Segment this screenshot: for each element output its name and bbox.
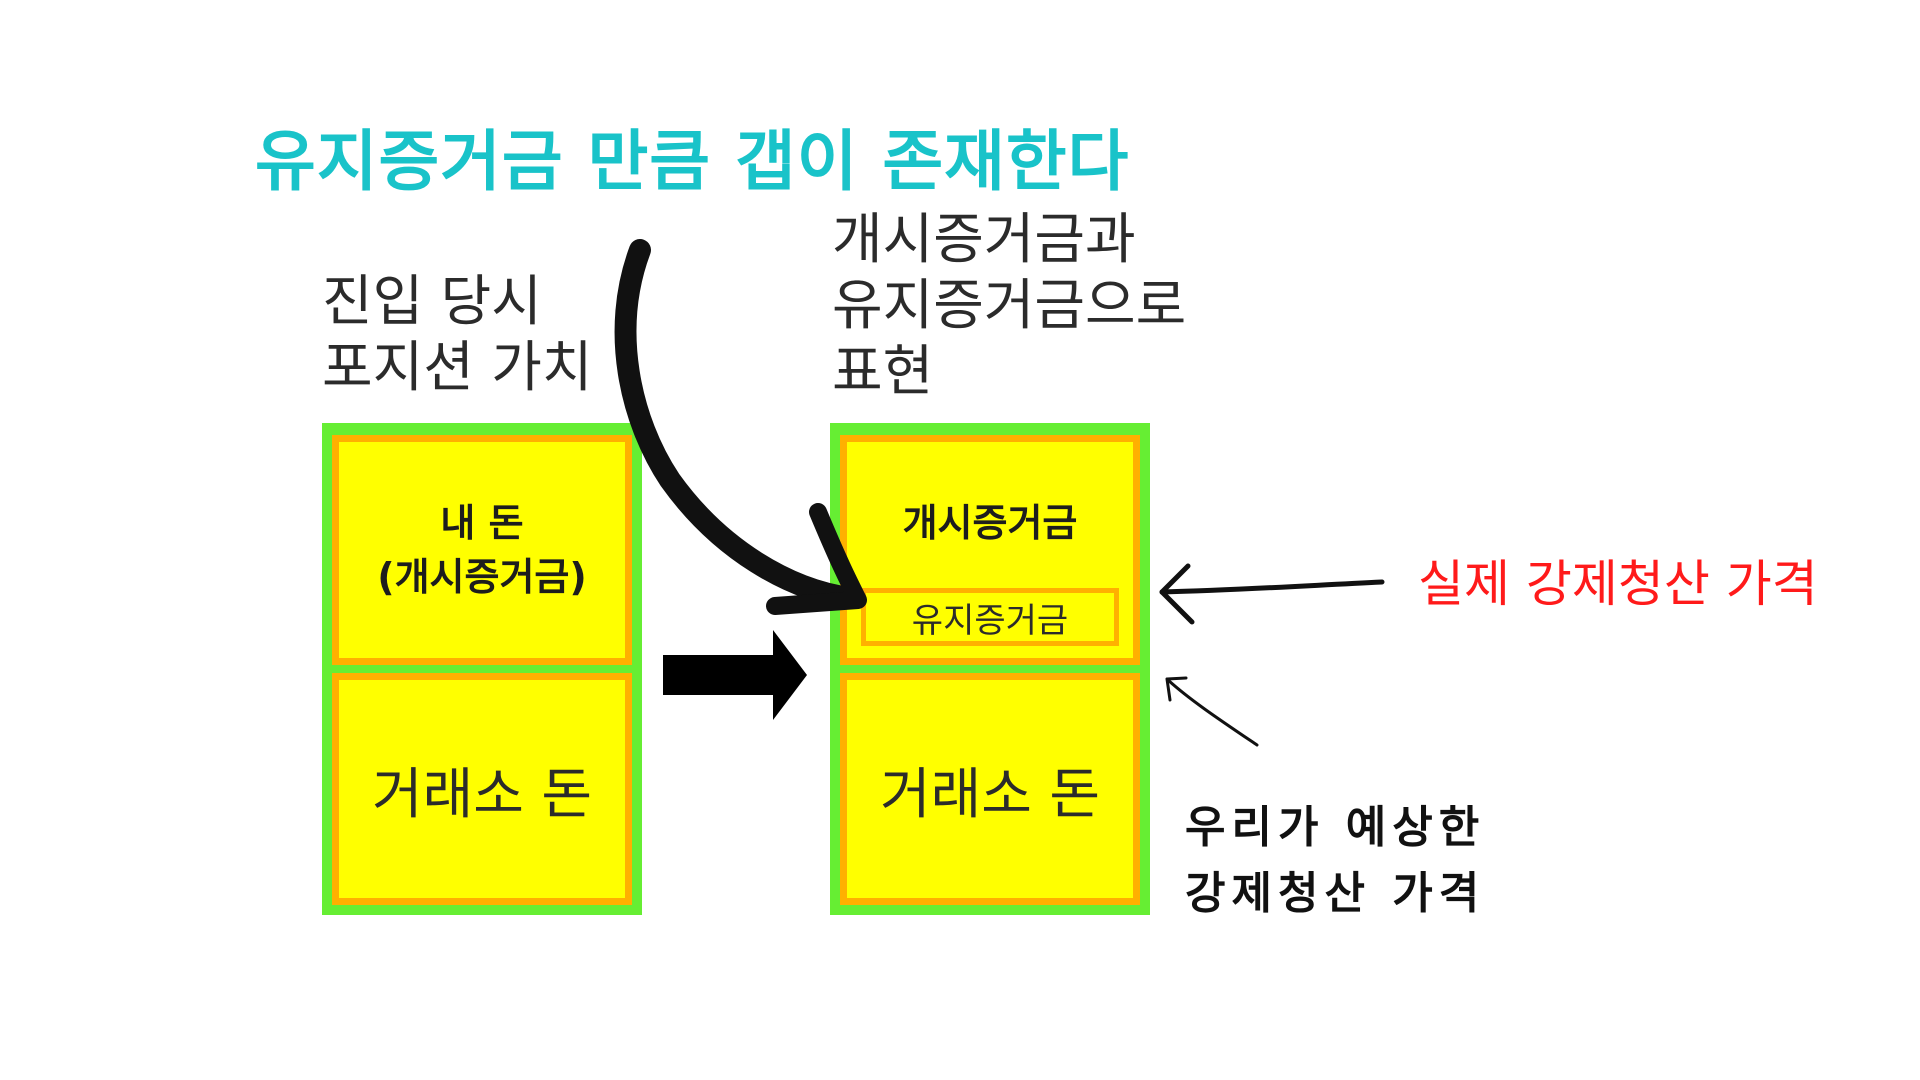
expected-liquidation-line2: 강제청산 가격 — [1185, 868, 1486, 919]
curved-arrow-icon — [614, 239, 861, 609]
right-caption-line2: 유지증거금으로 — [832, 273, 1187, 337]
actual-liquidation-label: 실제 강제청산 가격 — [1418, 555, 1818, 613]
actual-liquidation-arrow-icon — [1159, 579, 1385, 595]
maintenance-margin-text: 유지증거금 — [911, 600, 1069, 641]
expected-liquidation-line1: 우리가 예상한 — [1185, 802, 1486, 853]
right-stack-caption: 개시증거금과 유지증거금으로 표현 — [832, 206, 1186, 404]
expected-liquidation-arrow-icon — [1166, 678, 1259, 747]
maintenance-margin-box: 유지증거금 — [861, 588, 1119, 646]
my-money-box: 내 돈 (개시증거금) — [332, 435, 632, 665]
my-money-line2: (개시증거금) — [377, 555, 587, 599]
left-stack-caption: 진입 당시 포지션 가치 — [322, 268, 592, 400]
headline: 유지증거금 만큼 갭이 존재한다 — [255, 123, 1130, 200]
actual-liquidation-arrowhead-icon — [1159, 563, 1195, 625]
exchange-money-text-left: 거래소 돈 — [372, 762, 592, 826]
exchange-money-box-left: 거래소 돈 — [332, 673, 632, 905]
my-money-text: 내 돈 (개시증거금) — [377, 496, 587, 604]
initial-margin-box: 개시증거금 유지증거금 — [840, 435, 1140, 665]
initial-margin-text: 개시증거금 — [902, 501, 1078, 545]
left-position-stack: 내 돈 (개시증거금) 거래소 돈 — [322, 423, 642, 915]
right-caption-line1: 개시증거금과 — [832, 207, 1136, 271]
exchange-money-text-right: 거래소 돈 — [880, 762, 1100, 826]
left-caption-line2: 포지션 가치 — [322, 335, 593, 399]
my-money-line1: 내 돈 — [440, 501, 524, 545]
left-caption-line1: 진입 당시 — [322, 269, 542, 333]
right-position-stack: 개시증거금 유지증거금 거래소 돈 — [830, 423, 1150, 915]
expected-liquidation-arrowhead-icon — [1165, 676, 1188, 702]
exchange-money-box-right: 거래소 돈 — [840, 673, 1140, 905]
block-right-arrow-icon — [663, 630, 807, 720]
right-caption-line3: 표현 — [832, 339, 934, 403]
expected-liquidation-label: 우리가 예상한 강제청산 가격 — [1185, 795, 1485, 927]
